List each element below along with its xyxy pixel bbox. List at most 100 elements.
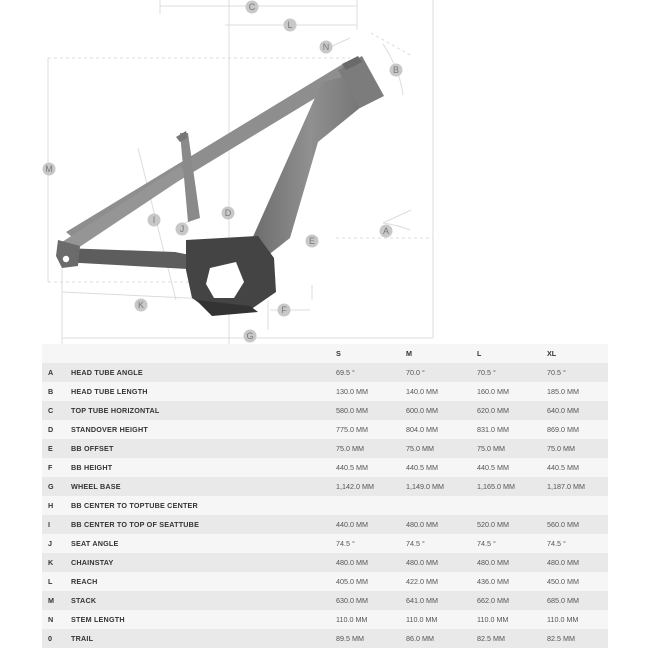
- row-value-l: 75.0 MM: [477, 444, 505, 453]
- svg-text:D: D: [225, 208, 232, 218]
- row-value-s: 630.0 MM: [336, 596, 368, 605]
- svg-text:M: M: [45, 164, 53, 174]
- row-measurement-name: WHEEL BASE: [71, 482, 121, 491]
- row-measurement-name: STANDOVER HEIGHT: [71, 425, 148, 434]
- svg-text:K: K: [138, 300, 144, 310]
- svg-text:I: I: [153, 215, 156, 225]
- row-value-l: 74.5 °: [477, 539, 496, 548]
- row-value-m: 480.0 MM: [406, 558, 438, 567]
- row-value-xl: 70.5 °: [547, 368, 566, 377]
- header-size-s: S: [336, 349, 341, 358]
- svg-text:B: B: [393, 65, 399, 75]
- frame-geometry-diagram: C L N B M I J D E A K F G: [42, 0, 434, 345]
- row-code: A: [48, 368, 54, 377]
- row-value-xl: 560.0 MM: [547, 520, 579, 529]
- row-code: 0: [48, 634, 52, 643]
- row-code: F: [48, 463, 53, 472]
- row-value-m: 74.5 °: [406, 539, 425, 548]
- row-value-l: 70.5 °: [477, 368, 496, 377]
- row-value-s: 440.0 MM: [336, 520, 368, 529]
- row-measurement-name: BB OFFSET: [71, 444, 114, 453]
- row-value-l: 440.5 MM: [477, 463, 509, 472]
- svg-text:G: G: [246, 331, 253, 341]
- row-code: M: [48, 596, 54, 605]
- row-value-l: 82.5 MM: [477, 634, 505, 643]
- row-code: K: [48, 558, 54, 567]
- row-code: L: [48, 577, 53, 586]
- row-value-l: 520.0 MM: [477, 520, 509, 529]
- row-measurement-name: HEAD TUBE ANGLE: [71, 368, 143, 377]
- svg-text:E: E: [309, 236, 315, 246]
- row-value-xl: 74.5 °: [547, 539, 566, 548]
- row-code: H: [48, 501, 54, 510]
- row-value-l: 110.0 MM: [477, 615, 509, 624]
- row-measurement-name: BB HEIGHT: [71, 463, 113, 472]
- row-value-m: 75.0 MM: [406, 444, 434, 453]
- dimension-labels: C L N B M I J D E A K F G: [42, 0, 403, 343]
- row-value-s: 130.0 MM: [336, 387, 368, 396]
- header-size-m: M: [406, 349, 412, 358]
- header-code: [42, 344, 71, 363]
- row-value-l: 480.0 MM: [477, 558, 509, 567]
- row-code: G: [48, 482, 54, 491]
- row-value-s: 440.5 MM: [336, 463, 368, 472]
- row-value-xl: 110.0 MM: [547, 615, 579, 624]
- row-value-s: [336, 496, 406, 515]
- header-size-xl: XL: [547, 349, 557, 358]
- row-value-l: 620.0 MM: [477, 406, 509, 415]
- dim-marker-l: L: [283, 18, 297, 32]
- table-header-row: S M L XL: [42, 344, 608, 363]
- dim-marker-f: F: [277, 303, 291, 317]
- row-value-s: 74.5 °: [336, 539, 355, 548]
- row-measurement-name: BB CENTER TO TOPTUBE CENTER: [71, 501, 198, 510]
- row-value-m: 70.0 °: [406, 368, 425, 377]
- row-value-l: [477, 496, 547, 515]
- row-value-s: 1,142.0 MM: [336, 482, 374, 491]
- dim-marker-d: D: [221, 206, 235, 220]
- row-value-m: 86.0 MM: [406, 634, 434, 643]
- dim-marker-e: E: [305, 234, 319, 248]
- row-measurement-name: REACH: [71, 577, 98, 586]
- table-row: A HEAD TUBE ANGLE 69.5 ° 70.0 ° 70.5 ° 70.5 °: [42, 363, 608, 382]
- dim-marker-i: I: [147, 213, 161, 227]
- row-measurement-name: STACK: [71, 596, 97, 605]
- dim-marker-k: K: [134, 298, 148, 312]
- row-code: I: [48, 520, 50, 529]
- row-value-s: 110.0 MM: [336, 615, 368, 624]
- row-value-l: 662.0 MM: [477, 596, 509, 605]
- row-measurement-name: HEAD TUBE LENGTH: [71, 387, 148, 396]
- dim-marker-n: N: [319, 40, 333, 54]
- table-row: H BB CENTER TO TOPTUBE CENTER: [42, 496, 608, 515]
- row-value-s: 89.5 MM: [336, 634, 364, 643]
- geometry-table: S M L XL A HEAD TUBE ANGLE 69.5 ° 70.0 ° 70.…: [42, 344, 608, 648]
- row-code: B: [48, 387, 54, 396]
- row-measurement-name: TOP TUBE HORIZONTAL: [71, 406, 160, 415]
- svg-text:J: J: [180, 224, 185, 234]
- svg-text:N: N: [323, 42, 330, 52]
- row-value-l: 831.0 MM: [477, 425, 509, 434]
- row-code: C: [48, 406, 54, 415]
- row-code: J: [48, 539, 52, 548]
- row-code: N: [48, 615, 54, 624]
- row-value-m: 480.0 MM: [406, 520, 438, 529]
- row-measurement-name: TRAIL: [71, 634, 94, 643]
- row-value-s: 75.0 MM: [336, 444, 364, 453]
- row-value-m: 804.0 MM: [406, 425, 438, 434]
- header-size-l: L: [477, 349, 482, 358]
- row-value-s: 580.0 MM: [336, 406, 368, 415]
- row-value-xl: 75.0 MM: [547, 444, 575, 453]
- row-value-xl: 1,187.0 MM: [547, 482, 585, 491]
- row-value-m: 110.0 MM: [406, 615, 438, 624]
- row-value-s: 775.0 MM: [336, 425, 368, 434]
- svg-text:A: A: [383, 226, 389, 236]
- row-value-s: 69.5 °: [336, 368, 355, 377]
